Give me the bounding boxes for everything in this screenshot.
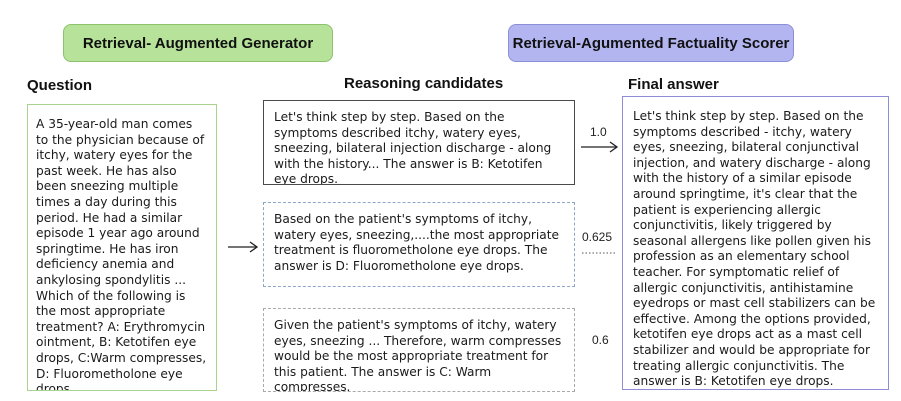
factuality-scorer-label: Retrieval-Agumented Factuality Scorer — [508, 24, 794, 62]
reasoning-candidate-2: Based on the patient's symptoms of itchy… — [263, 202, 575, 287]
final-answer-heading: Final answer — [628, 76, 719, 93]
reasoning-candidate-3: Given the patient's symptoms of itchy, w… — [263, 308, 575, 392]
question-heading: Question — [27, 77, 93, 94]
retrieval-augmented-generator-label: Retrieval- Augmented Generator — [63, 24, 333, 62]
question-box: A 35-year-old man comes to the physician… — [27, 104, 217, 391]
candidate-2-score: 0.625 — [582, 230, 613, 244]
candidate-1-score: 1.0 — [590, 125, 607, 139]
reasoning-candidates-heading: Reasoning candidates — [344, 75, 504, 92]
final-answer-box: Let's think step by step. Based on the s… — [622, 96, 889, 390]
question-to-candidates-arrow — [228, 241, 259, 253]
reasoning-candidate-1: Let's think step by step. Based on the s… — [263, 100, 575, 185]
candidate-3-score: 0.6 — [592, 333, 609, 347]
best-candidate-to-final-arrow — [581, 141, 619, 153]
